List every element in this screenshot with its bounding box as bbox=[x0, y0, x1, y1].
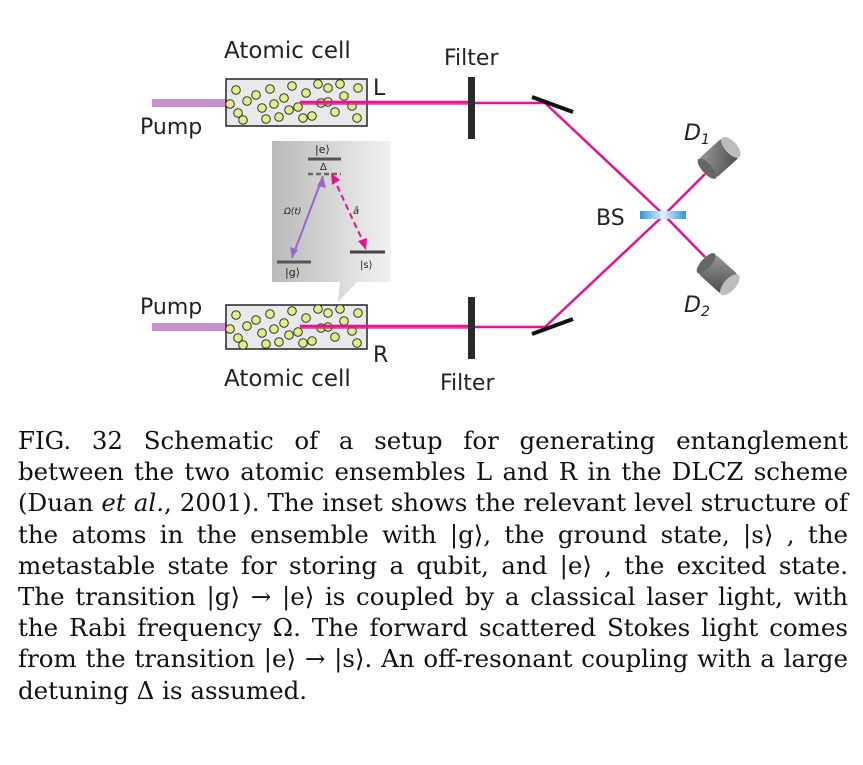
metastable-state-label: |s⟩ bbox=[360, 260, 373, 271]
atom bbox=[307, 336, 317, 346]
atomic-cell-bottom-label: Atomic cell bbox=[224, 366, 351, 392]
detector-1-label: D1 bbox=[684, 121, 710, 148]
filter-bottom-label: Filter bbox=[440, 371, 495, 396]
level-scheme-inset: |e⟩ Δ Ω(t) â |g⟩ |s⟩ bbox=[272, 141, 391, 302]
stokes-arrowhead bbox=[358, 238, 367, 250]
atom bbox=[274, 112, 284, 122]
atom bbox=[301, 313, 311, 323]
rabi-arrow bbox=[291, 175, 324, 259]
atom bbox=[284, 105, 294, 115]
atom bbox=[284, 330, 294, 340]
stokes-beam-paths bbox=[300, 100, 706, 329]
atom bbox=[269, 99, 279, 109]
atom bbox=[225, 324, 235, 334]
atom bbox=[251, 315, 261, 325]
atom bbox=[233, 333, 243, 343]
atom bbox=[287, 306, 297, 316]
atom bbox=[233, 108, 243, 118]
atom bbox=[313, 79, 323, 89]
atom bbox=[293, 102, 303, 112]
atom bbox=[242, 321, 252, 331]
atom bbox=[265, 309, 275, 319]
figure-number: FIG. 32 bbox=[18, 426, 124, 455]
ensemble-R-label: R bbox=[373, 343, 388, 368]
atom bbox=[231, 85, 241, 95]
detector-2-label: D2 bbox=[684, 293, 710, 320]
atoms-L bbox=[225, 79, 363, 125]
figure-caption: FIG. 32 Schematic of a setup for generat… bbox=[18, 425, 848, 706]
atom bbox=[274, 337, 284, 347]
atom bbox=[287, 81, 297, 91]
atom bbox=[353, 308, 363, 318]
atom bbox=[293, 327, 303, 337]
atom bbox=[335, 304, 345, 314]
atom bbox=[251, 90, 261, 100]
atom bbox=[339, 91, 349, 101]
pump-beam-bottom bbox=[152, 323, 232, 331]
beam-splitter-label: BS bbox=[596, 206, 625, 231]
atom bbox=[313, 304, 323, 314]
atom bbox=[323, 83, 333, 93]
atom bbox=[353, 83, 363, 93]
atom bbox=[352, 113, 362, 123]
atom bbox=[279, 93, 289, 103]
atom bbox=[257, 103, 267, 113]
mirror-top bbox=[531, 95, 574, 114]
atoms-R bbox=[225, 304, 363, 350]
pump-bottom-label: Pump bbox=[140, 295, 202, 320]
atom bbox=[265, 84, 275, 94]
stokes-arrowhead-top bbox=[331, 173, 340, 185]
stokes-arrow bbox=[332, 176, 367, 249]
atom bbox=[330, 332, 340, 342]
pump-beam-top bbox=[152, 99, 232, 107]
mirror-bottom bbox=[531, 317, 574, 336]
atom bbox=[261, 114, 271, 124]
atom bbox=[261, 339, 271, 349]
ensemble-L-label: L bbox=[373, 76, 386, 101]
filter-top bbox=[468, 77, 475, 139]
atom bbox=[279, 318, 289, 328]
pump-top-label: Pump bbox=[140, 115, 202, 140]
atomic-cell-R bbox=[225, 304, 368, 350]
atom bbox=[225, 99, 235, 109]
atom bbox=[352, 338, 362, 348]
rabi-label: Ω(t) bbox=[283, 207, 301, 217]
atom bbox=[238, 115, 248, 125]
rabi-arrowhead-up bbox=[317, 176, 326, 188]
caption-et-al: et al. bbox=[101, 488, 164, 518]
atom bbox=[231, 310, 241, 320]
atom bbox=[335, 79, 345, 89]
detector-1 bbox=[697, 136, 741, 179]
ground-state-label: |g⟩ bbox=[285, 266, 300, 279]
atom bbox=[339, 316, 349, 326]
dlcz-setup-figure: |e⟩ Δ Ω(t) â |g⟩ |s⟩ bbox=[140, 38, 741, 396]
atom bbox=[307, 111, 317, 121]
filter-top-label: Filter bbox=[444, 46, 499, 71]
atom bbox=[301, 88, 311, 98]
atomic-cell-top-label: Atomic cell bbox=[224, 38, 351, 64]
atom bbox=[298, 338, 308, 348]
filter-bottom bbox=[468, 297, 475, 359]
caption-text-part1: Schematic of a setup for generating enta… bbox=[18, 426, 848, 518]
rabi-arrowhead-down bbox=[290, 247, 298, 258]
atom bbox=[269, 324, 279, 334]
atom bbox=[242, 96, 252, 106]
detector-2 bbox=[696, 253, 740, 296]
caption-text-part2: , 2001). The inset shows the relevant le… bbox=[18, 488, 848, 705]
detuning-label: Δ bbox=[320, 162, 327, 173]
stokes-label: â bbox=[353, 205, 359, 217]
beam-splitter bbox=[640, 211, 686, 219]
atom bbox=[298, 113, 308, 123]
atom bbox=[323, 308, 333, 318]
atom bbox=[330, 107, 340, 117]
atom bbox=[238, 340, 248, 350]
atom bbox=[257, 328, 267, 338]
excited-state-label: |e⟩ bbox=[315, 143, 330, 156]
